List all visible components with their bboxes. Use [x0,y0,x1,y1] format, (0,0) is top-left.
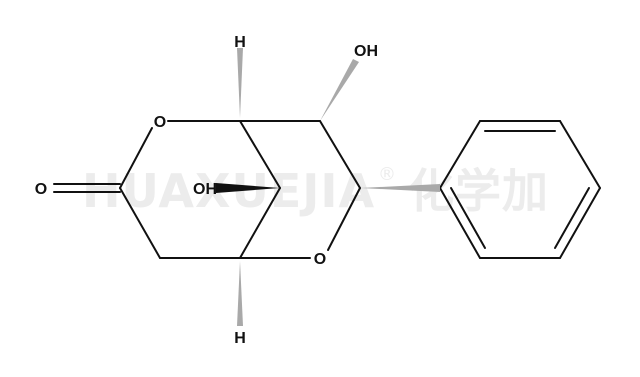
bond-c8-c5 [239,187,281,259]
wedge-phenyl [360,184,440,192]
bond-ph-3 [559,120,601,189]
atom-o-ring-left: O [154,114,166,131]
wedge-oh-left [216,183,280,193]
atom-oh-left: OH [193,181,217,198]
atom-h-bottom: H [234,330,246,347]
bond-ph-4 [559,187,601,259]
wedge-h-top [237,48,243,118]
wedge-h-bottom [237,261,243,326]
watermark-registered: ® [378,164,396,185]
bond-o-c7 [119,127,153,189]
bonds [53,120,601,259]
wedge-oh-top [320,59,359,121]
bond-c1-c8 [239,120,281,189]
bond-ph-inner-2 [554,187,590,249]
atom-h-top: H [234,34,246,51]
atom-o-ring-bottom: O [314,251,326,268]
bond-c3-o [327,187,361,251]
bond-ph-1 [439,120,481,189]
bond-c7-c6 [119,187,161,259]
bond-ph-6 [439,187,481,259]
atom-oh-top: OH [354,43,378,60]
atom-o-carbonyl: O [35,181,47,198]
bond-c2-c3 [319,120,361,189]
bond-ph-inner-3 [450,187,486,249]
